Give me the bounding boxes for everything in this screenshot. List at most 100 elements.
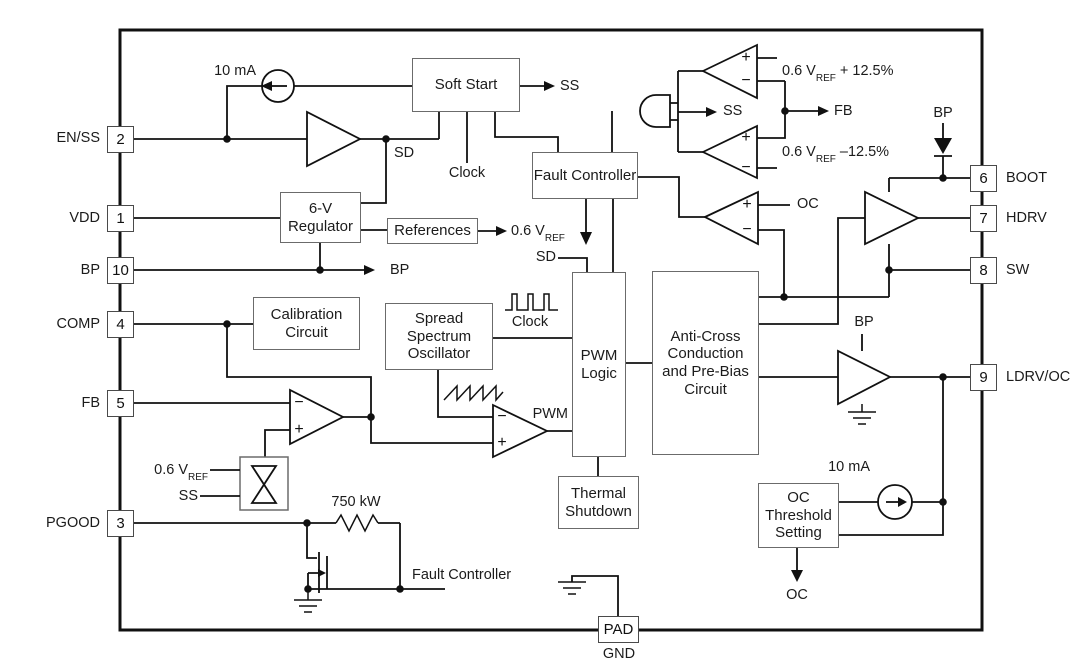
pad-gnd-icon (558, 581, 586, 595)
pin-box-pgood: 3 (107, 510, 134, 537)
ss-out-arrowhead (544, 81, 555, 91)
fc-down-arrowhead (580, 232, 592, 245)
oc-comp-minus-sign: − (742, 221, 752, 238)
ls-driver-triangle (837, 349, 892, 406)
wire-ldrv-sense (838, 377, 944, 536)
window-comp-low-triangle (700, 124, 758, 180)
label-bp-lsdrv: BP (854, 314, 874, 330)
buffer-triangle (306, 110, 362, 168)
fb-arrowhead (818, 106, 829, 116)
fault-controller-block: Fault Controller (532, 152, 638, 199)
anti-cross-block: Anti-Cross Conduction and Pre-Bias Circu… (652, 271, 759, 455)
wire-pad-gnd (571, 575, 619, 616)
window-low-minus-sign: − (741, 159, 751, 176)
label-window-ss: SS (723, 103, 743, 119)
soft-start-block: Soft Start (412, 58, 520, 112)
mosfet-gnd-icon (294, 589, 322, 613)
error-amp-triangle (289, 388, 345, 446)
clock-pulses-icon (505, 293, 558, 311)
label-vref-ea: 0.6 VREF (154, 462, 208, 483)
pin-label-pgood: PGOOD (46, 515, 100, 531)
pin-label-hdrv: HDRV (1006, 210, 1047, 226)
pin-box-vdd: 1 (107, 205, 134, 232)
label-10ma-oc: 10 mA (828, 459, 870, 475)
wire-oc-minus (758, 229, 785, 297)
regulator-block: 6-V Regulator (280, 192, 361, 243)
pin-box-boot: 6 (970, 165, 997, 192)
pin-box-ldrv: 9 (970, 364, 997, 391)
window-high-minus-sign: − (741, 72, 751, 89)
pin-box-pad: PAD (598, 616, 639, 643)
label-resistor: 750 kW (331, 494, 381, 510)
junction-dots (223, 107, 947, 593)
cs-oc-arrowhead (898, 497, 907, 507)
window-high-plus-sign: + (741, 49, 751, 66)
pin-box-bp: 10 (107, 257, 134, 284)
pwm-comparator-triangle (492, 403, 550, 459)
bootstrap-diode-icon (934, 138, 952, 154)
bp-arrowhead (364, 265, 375, 275)
wire-window-fb (757, 80, 786, 139)
label-bp-out: BP (390, 262, 410, 278)
pin-label-vdd: VDD (69, 210, 100, 226)
label-oc-comp: OC (797, 196, 819, 212)
oc-down-arrowhead (791, 570, 803, 582)
label-sd-mid: SD (535, 249, 556, 265)
resistor-icon (335, 513, 379, 533)
pin-box-fb: 5 (107, 390, 134, 417)
ss-window-arrowhead (706, 107, 717, 117)
cs-top-arrowhead (261, 81, 272, 91)
label-clock-mid: Clock (511, 314, 549, 330)
wire-to-cs (226, 85, 262, 139)
label-pwm: PWM (532, 406, 568, 422)
pin-label-boot: BOOT (1006, 170, 1048, 186)
label-ss-out: SS (560, 78, 580, 94)
label-vref-minus: 0.6 VREF –12.5% (782, 144, 890, 165)
wire-fc-oc-comp (638, 176, 705, 218)
label-fault-ctrl-ref: Fault Controller (412, 567, 512, 583)
mosfet-gate-lead (306, 523, 317, 559)
wire-window-refs (757, 57, 777, 169)
wire-softstart-fc (494, 112, 559, 152)
pin-label-enss: EN/SS (56, 130, 100, 146)
oc-comparator-triangle (702, 190, 759, 246)
and-gate-icon (639, 94, 671, 128)
label-window-fb: FB (834, 103, 853, 119)
hs-driver-triangle (864, 190, 921, 246)
wire-hdrv-drive (758, 217, 865, 325)
window-low-plus-sign: + (741, 129, 751, 146)
calibration-block: Calibration Circuit (253, 297, 360, 350)
label-oc-out: OC (786, 587, 808, 603)
ls-gnd-icon (848, 404, 876, 425)
wire-sd-to-regulator (361, 139, 387, 204)
error-amp-plus-sign: + (294, 421, 304, 438)
pwm-comp-plus-sign: + (497, 434, 507, 451)
references-block: References (387, 218, 478, 244)
ref-mux-hourglass (250, 465, 278, 504)
wire-comp-ea (226, 324, 493, 444)
pin-label-sw: SW (1006, 262, 1030, 278)
label-clock-top: Clock (448, 165, 486, 181)
pwm-comp-minus-sign: − (497, 408, 507, 425)
pin-label-gnd: GND (602, 646, 636, 662)
oc-comp-plus-sign: + (742, 196, 752, 213)
wire-mux-ea (264, 429, 290, 457)
error-amp-minus-sign: − (294, 394, 304, 411)
label-vref-out: 0.6 VREF (511, 223, 565, 244)
pin-box-comp: 4 (107, 311, 134, 338)
pin-box-enss: 2 (107, 126, 134, 153)
pin-label-bp: BP (80, 262, 100, 278)
sawtooth-icon (443, 384, 504, 402)
label-vref-plus: 0.6 VREF + 12.5% (782, 63, 894, 84)
pin-box-hdrv: 7 (970, 205, 997, 232)
pin-label-ldrv: LDRV/OC (1006, 369, 1071, 385)
pwm-logic-block: PWM Logic (572, 272, 626, 457)
label-10ma-top: 10 mA (214, 63, 256, 79)
label-sd-top: SD (394, 145, 415, 161)
wire-sawtooth (437, 370, 493, 418)
label-ss-ea: SS (178, 488, 198, 504)
thermal-shutdown-block: Thermal Shutdown (558, 476, 639, 529)
pin-box-sw: 8 (970, 257, 997, 284)
